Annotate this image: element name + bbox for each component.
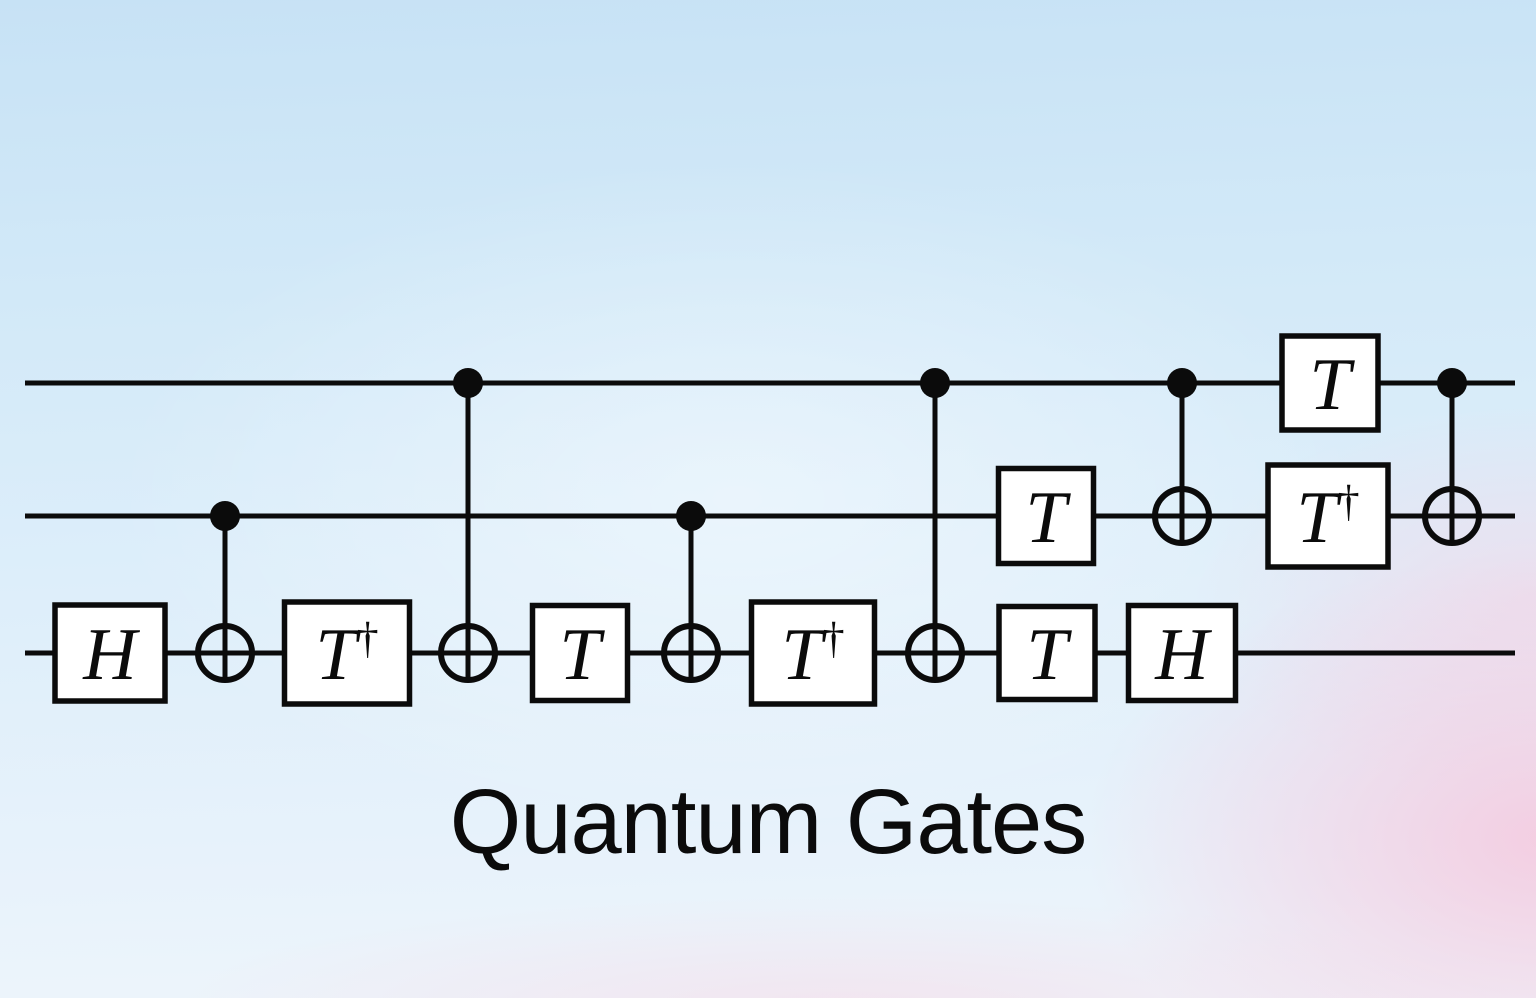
diagram-title: Quantum Gates: [449, 771, 1087, 873]
cnot-control-dot: [920, 368, 950, 398]
gate-box-t: [995, 465, 1097, 567]
cnot-control-dot: [1167, 368, 1197, 398]
gate-label: H: [1154, 614, 1212, 696]
gate-label: T: [1309, 344, 1355, 426]
gate-box-t-dagger: [281, 599, 413, 707]
gate-label: T†: [781, 614, 844, 696]
gate-label: T: [559, 614, 605, 696]
gate-label: H: [82, 614, 140, 696]
gate-label: T†: [1296, 477, 1359, 559]
gate-box-t-dagger: [1265, 462, 1391, 570]
gate-box-h: [52, 602, 168, 704]
gate-label: T: [1025, 477, 1071, 559]
gate-label: T†: [315, 614, 378, 696]
cnot-control-dot: [210, 501, 240, 531]
cnot-control-dot: [1437, 368, 1467, 398]
cnot-control-dot: [676, 501, 706, 531]
gate-box-t: [1279, 333, 1381, 433]
cnot-control-dot: [453, 368, 483, 398]
gate-box-h: [1125, 602, 1239, 704]
gate-box-t: [529, 602, 631, 704]
gate-box-t: [996, 603, 1098, 703]
gate-label: T: [1026, 614, 1072, 696]
gate-box-t-dagger: [748, 599, 878, 707]
